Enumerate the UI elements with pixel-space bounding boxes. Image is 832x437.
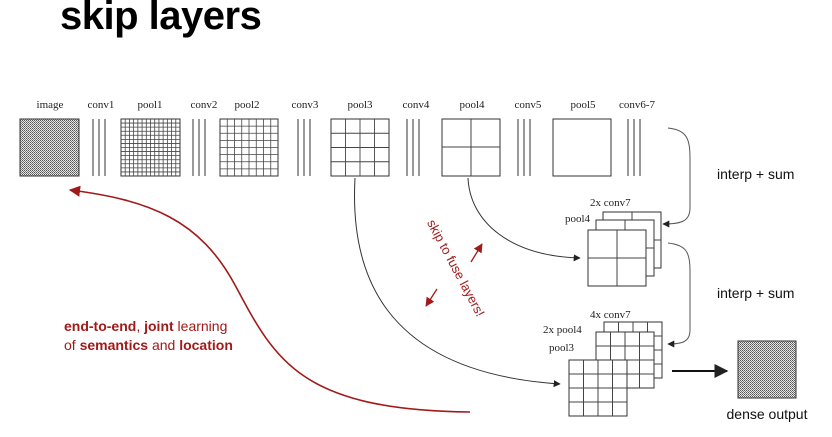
pool1-grid <box>120 118 181 177</box>
label-pool1: pool1 <box>137 99 162 111</box>
caption-and: and <box>148 337 179 353</box>
skip-arrow-pool3 <box>354 177 561 388</box>
label-conv1: conv1 <box>88 99 115 111</box>
label-conv5: conv5 <box>515 99 542 111</box>
skip-to-fuse-text: skip to fuse layers! <box>424 217 488 319</box>
label-4x-conv7: 4x conv7 <box>590 309 631 321</box>
fusion-stack-2 <box>568 321 663 417</box>
pool3-grid <box>330 118 390 177</box>
skip-annotation: skip to fuse layers! <box>424 217 488 319</box>
bracket-arrow-2 <box>667 242 691 348</box>
caption-joint: joint <box>143 318 174 334</box>
layer-labels: image conv1 pool1 conv2 pool2 conv3 pool… <box>37 99 656 111</box>
pool2-grid <box>219 118 279 177</box>
label-pool2: pool2 <box>234 99 259 111</box>
skip-arrow-pool4 <box>467 177 581 262</box>
label-fusion-pool3: pool3 <box>549 342 575 354</box>
caption-location: location <box>179 337 233 353</box>
conv4-lines <box>406 119 420 176</box>
label-2x-conv7: 2x conv7 <box>590 197 631 209</box>
label-image: image <box>37 99 64 111</box>
label-conv2: conv2 <box>191 99 218 111</box>
caption-end-to-end: end-to-end <box>64 318 136 334</box>
dense-output-label: dense output <box>727 406 808 422</box>
conv6-7-lines <box>627 119 641 176</box>
end-to-end-arrow <box>68 185 471 413</box>
caption-learning: learning <box>174 318 228 334</box>
conv3-lines <box>297 119 311 176</box>
input-image-block <box>19 118 80 177</box>
label-pool5: pool5 <box>570 99 596 111</box>
pool5-block <box>552 118 612 177</box>
interp-sum-label-2: interp + sum <box>717 285 794 301</box>
conv1-lines <box>92 119 106 176</box>
bracket-arrow-1 <box>662 127 691 228</box>
caption-of: of <box>64 337 80 353</box>
caption-semantics: semantics <box>80 337 149 353</box>
conv2-lines <box>192 119 206 176</box>
label-2x-pool4: 2x pool4 <box>543 324 582 336</box>
label-pool3: pool3 <box>347 99 373 111</box>
label-fusion-pool4: pool4 <box>565 213 591 225</box>
pool4-grid <box>441 118 501 177</box>
end-to-end-caption-line1: end-to-end, joint learning <box>64 318 227 334</box>
end-to-end-caption-line2: of semantics and location <box>64 337 233 353</box>
slide-title: skip layers <box>60 0 262 38</box>
red-up-arrow <box>470 243 483 263</box>
label-conv3: conv3 <box>292 99 319 111</box>
label-conv6-7: conv6-7 <box>619 99 656 111</box>
red-down-arrow <box>425 288 438 307</box>
label-pool4: pool4 <box>459 99 485 111</box>
caption-comma: , <box>136 318 144 334</box>
fusion-stack-1 <box>587 211 662 287</box>
interp-sum-label-1: interp + sum <box>717 166 794 182</box>
conv5-lines <box>517 119 531 176</box>
label-conv4: conv4 <box>403 99 430 111</box>
dense-output-block <box>737 340 797 399</box>
